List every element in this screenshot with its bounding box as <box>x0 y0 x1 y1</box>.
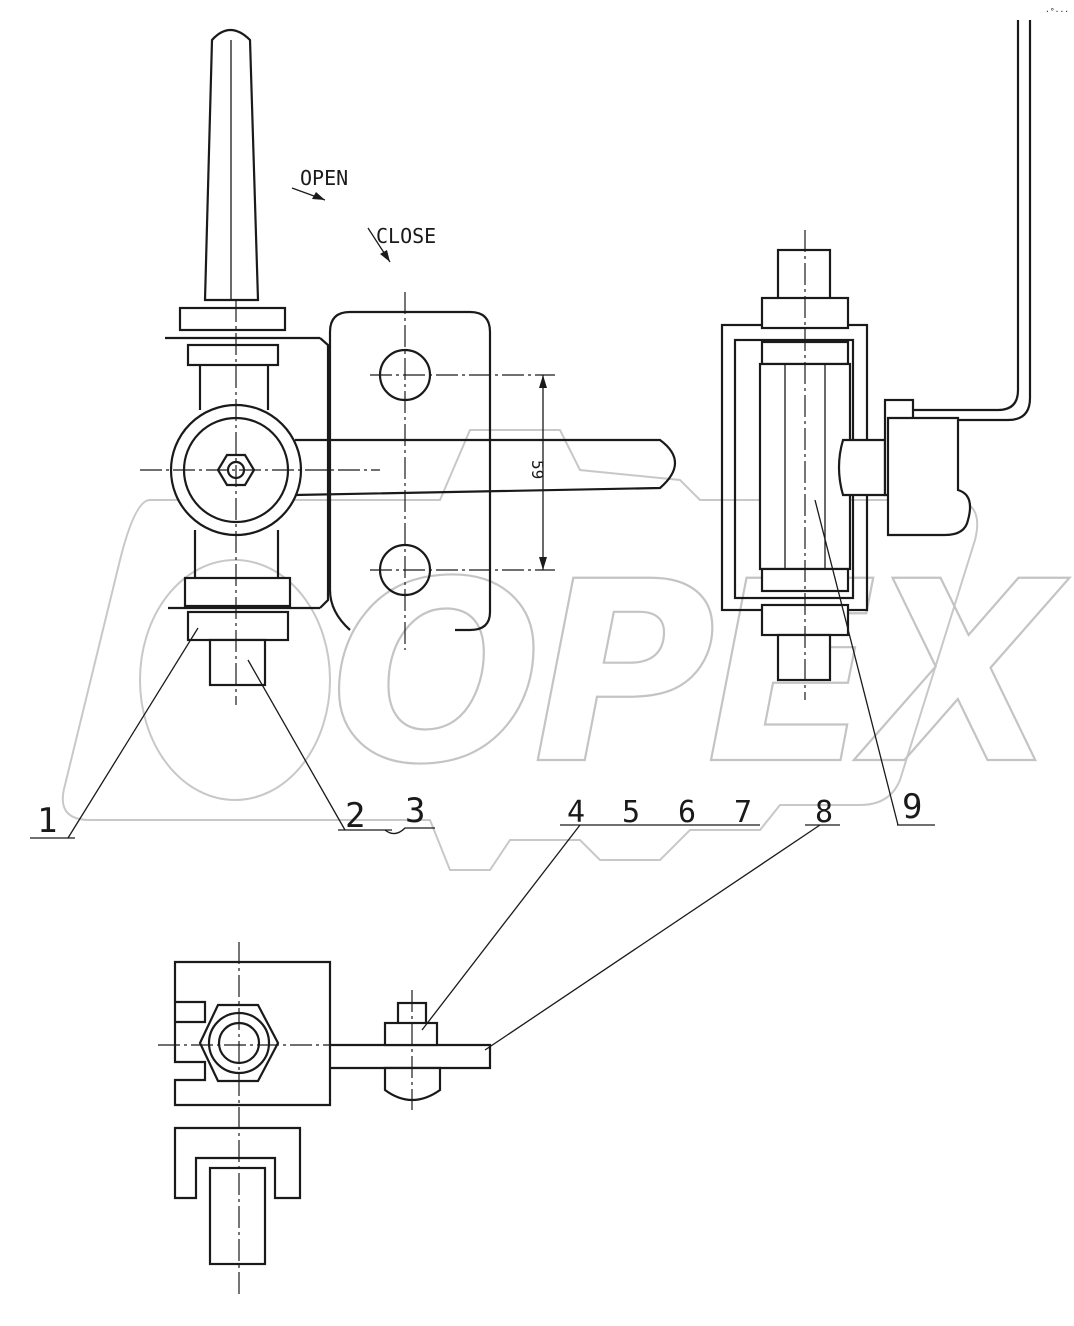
bottom-bolt-thread <box>776 633 832 682</box>
watermark-o-ring <box>139 559 331 801</box>
ball-valve-assembly: 59 <box>140 28 676 705</box>
sensor-assembly <box>720 20 1032 700</box>
watermark: OPEX <box>61 429 1074 871</box>
dimension-arrow-top <box>539 375 547 388</box>
bottom-clamp <box>173 1126 302 1200</box>
open-label: OPEN <box>300 166 348 190</box>
bracket-vertical <box>319 337 330 609</box>
callout-leaders <box>30 499 935 1051</box>
leader-1 <box>67 627 199 839</box>
callout-4: 4 <box>567 795 585 830</box>
open-arrow-head <box>312 192 325 200</box>
sensor-cable-outer <box>912 20 1032 422</box>
stem-nut <box>186 343 280 367</box>
valve-lever-arm <box>294 438 676 497</box>
valve-handle <box>203 28 260 302</box>
close-label: CLOSE <box>376 224 436 248</box>
direction-annotations: OPEN CLOSE <box>291 166 436 263</box>
bottom-bolt-nut-top <box>383 1021 439 1047</box>
callout-5: 5 <box>622 795 640 830</box>
connector-plug <box>886 416 972 537</box>
leader-3-shelf <box>384 827 435 835</box>
connector-neck <box>837 438 887 497</box>
callout-1: 1 <box>37 801 57 841</box>
leader-9 <box>814 499 899 826</box>
top-hex-nut <box>178 306 287 332</box>
callout-6: 6 <box>678 795 696 830</box>
leader-2 <box>247 659 346 831</box>
dimension-arrow-bottom <box>539 557 547 570</box>
bottom-shaft <box>208 1166 267 1266</box>
lower-hex-nut <box>183 576 292 608</box>
callout-8: 8 <box>815 795 833 830</box>
dimension-value: 59 <box>528 460 547 479</box>
close-arrow-head <box>380 250 390 262</box>
callout-9: 9 <box>902 787 922 827</box>
callout-numbers: 1 2 3 4 5 6 7 8 9 <box>37 787 922 841</box>
callout-7: 7 <box>734 795 752 830</box>
threaded-nipple <box>208 638 267 687</box>
callout-2: 2 <box>345 796 365 836</box>
top-bolt-thread <box>776 248 832 302</box>
bottom-hex-nut <box>186 610 290 642</box>
bottom-bracket <box>173 960 332 1107</box>
callout-3: 3 <box>405 791 425 831</box>
mounting-plate <box>328 310 492 632</box>
sensor-cable <box>912 20 1020 412</box>
corner-mark: ·°··· <box>1045 7 1069 16</box>
bottom-view-assembly <box>158 942 492 1295</box>
bottom-lever-arm <box>330 1043 492 1070</box>
leader-4 <box>421 824 581 1031</box>
leader-8 <box>484 824 821 1051</box>
watermark-text: OPEX <box>330 528 1070 819</box>
